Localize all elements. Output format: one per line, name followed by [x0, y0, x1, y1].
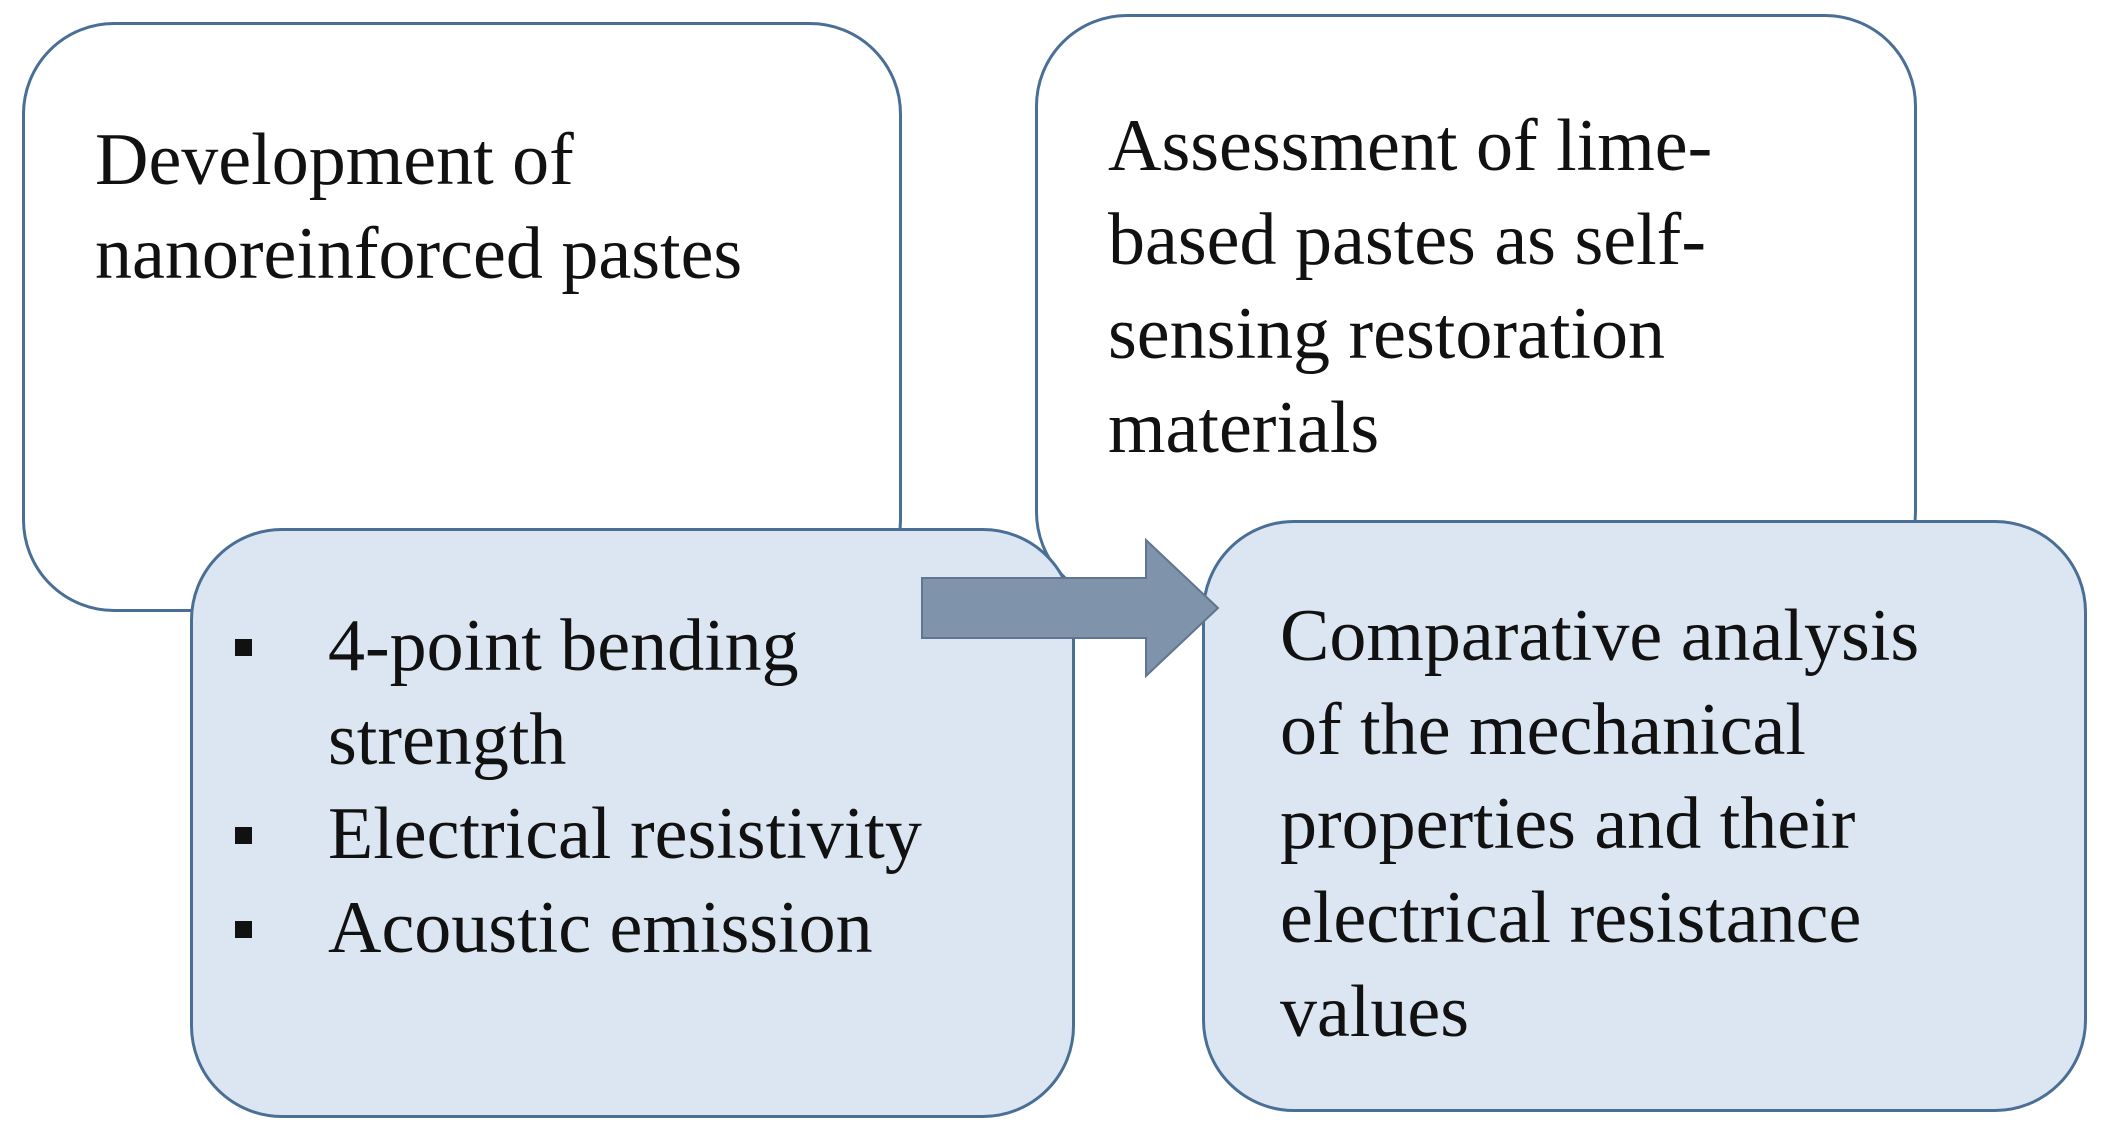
comparison-text: Comparative analysis of the mechanical p…: [1280, 589, 1919, 1059]
development-text: Development of nanoreinforced pastes: [95, 113, 742, 301]
assessment-text: Assessment of lime- based pastes as self…: [1108, 99, 1712, 475]
black-square-bullet-icon: [235, 639, 252, 656]
comparison-line: of the mechanical: [1280, 689, 1806, 771]
assessment-line: sensing restoration: [1108, 293, 1665, 375]
assessment-line: based pastes as self-: [1108, 199, 1706, 281]
assessment-box: Assessment of lime- based pastes as self…: [1035, 14, 1917, 604]
black-square-bullet-icon: [235, 921, 252, 938]
black-square-bullet-icon: [235, 827, 252, 844]
assessment-line: Assessment of lime-: [1108, 105, 1713, 187]
assessment-line: materials: [1108, 387, 1380, 469]
tests-item-line: Acoustic emission: [328, 887, 873, 969]
tests-list-item: Electrical resistivity: [233, 787, 922, 881]
comparison-line: electrical resistance: [1280, 877, 1862, 959]
tests-item-line: Electrical resistivity: [328, 793, 922, 875]
comparison-line: Comparative analysis: [1280, 595, 1920, 677]
tests-list-item: 4-point bending strength: [233, 599, 922, 787]
development-line: nanoreinforced pastes: [95, 213, 743, 295]
comparison-line: values: [1280, 971, 1470, 1053]
right-arrow-icon: [921, 538, 1220, 678]
tests-list-item: Acoustic emission: [233, 881, 922, 975]
tests-list: 4-point bending strength Electrical resi…: [233, 599, 922, 975]
tests-item-line: strength: [328, 699, 567, 781]
comparison-line: properties and their: [1280, 783, 1856, 865]
development-box: Development of nanoreinforced pastes: [22, 22, 902, 612]
tests-item-line: 4-point bending: [328, 605, 799, 687]
arrow-shape: [921, 538, 1220, 678]
development-line: Development of: [95, 119, 574, 201]
comparison-box: Comparative analysis of the mechanical p…: [1202, 520, 2087, 1112]
